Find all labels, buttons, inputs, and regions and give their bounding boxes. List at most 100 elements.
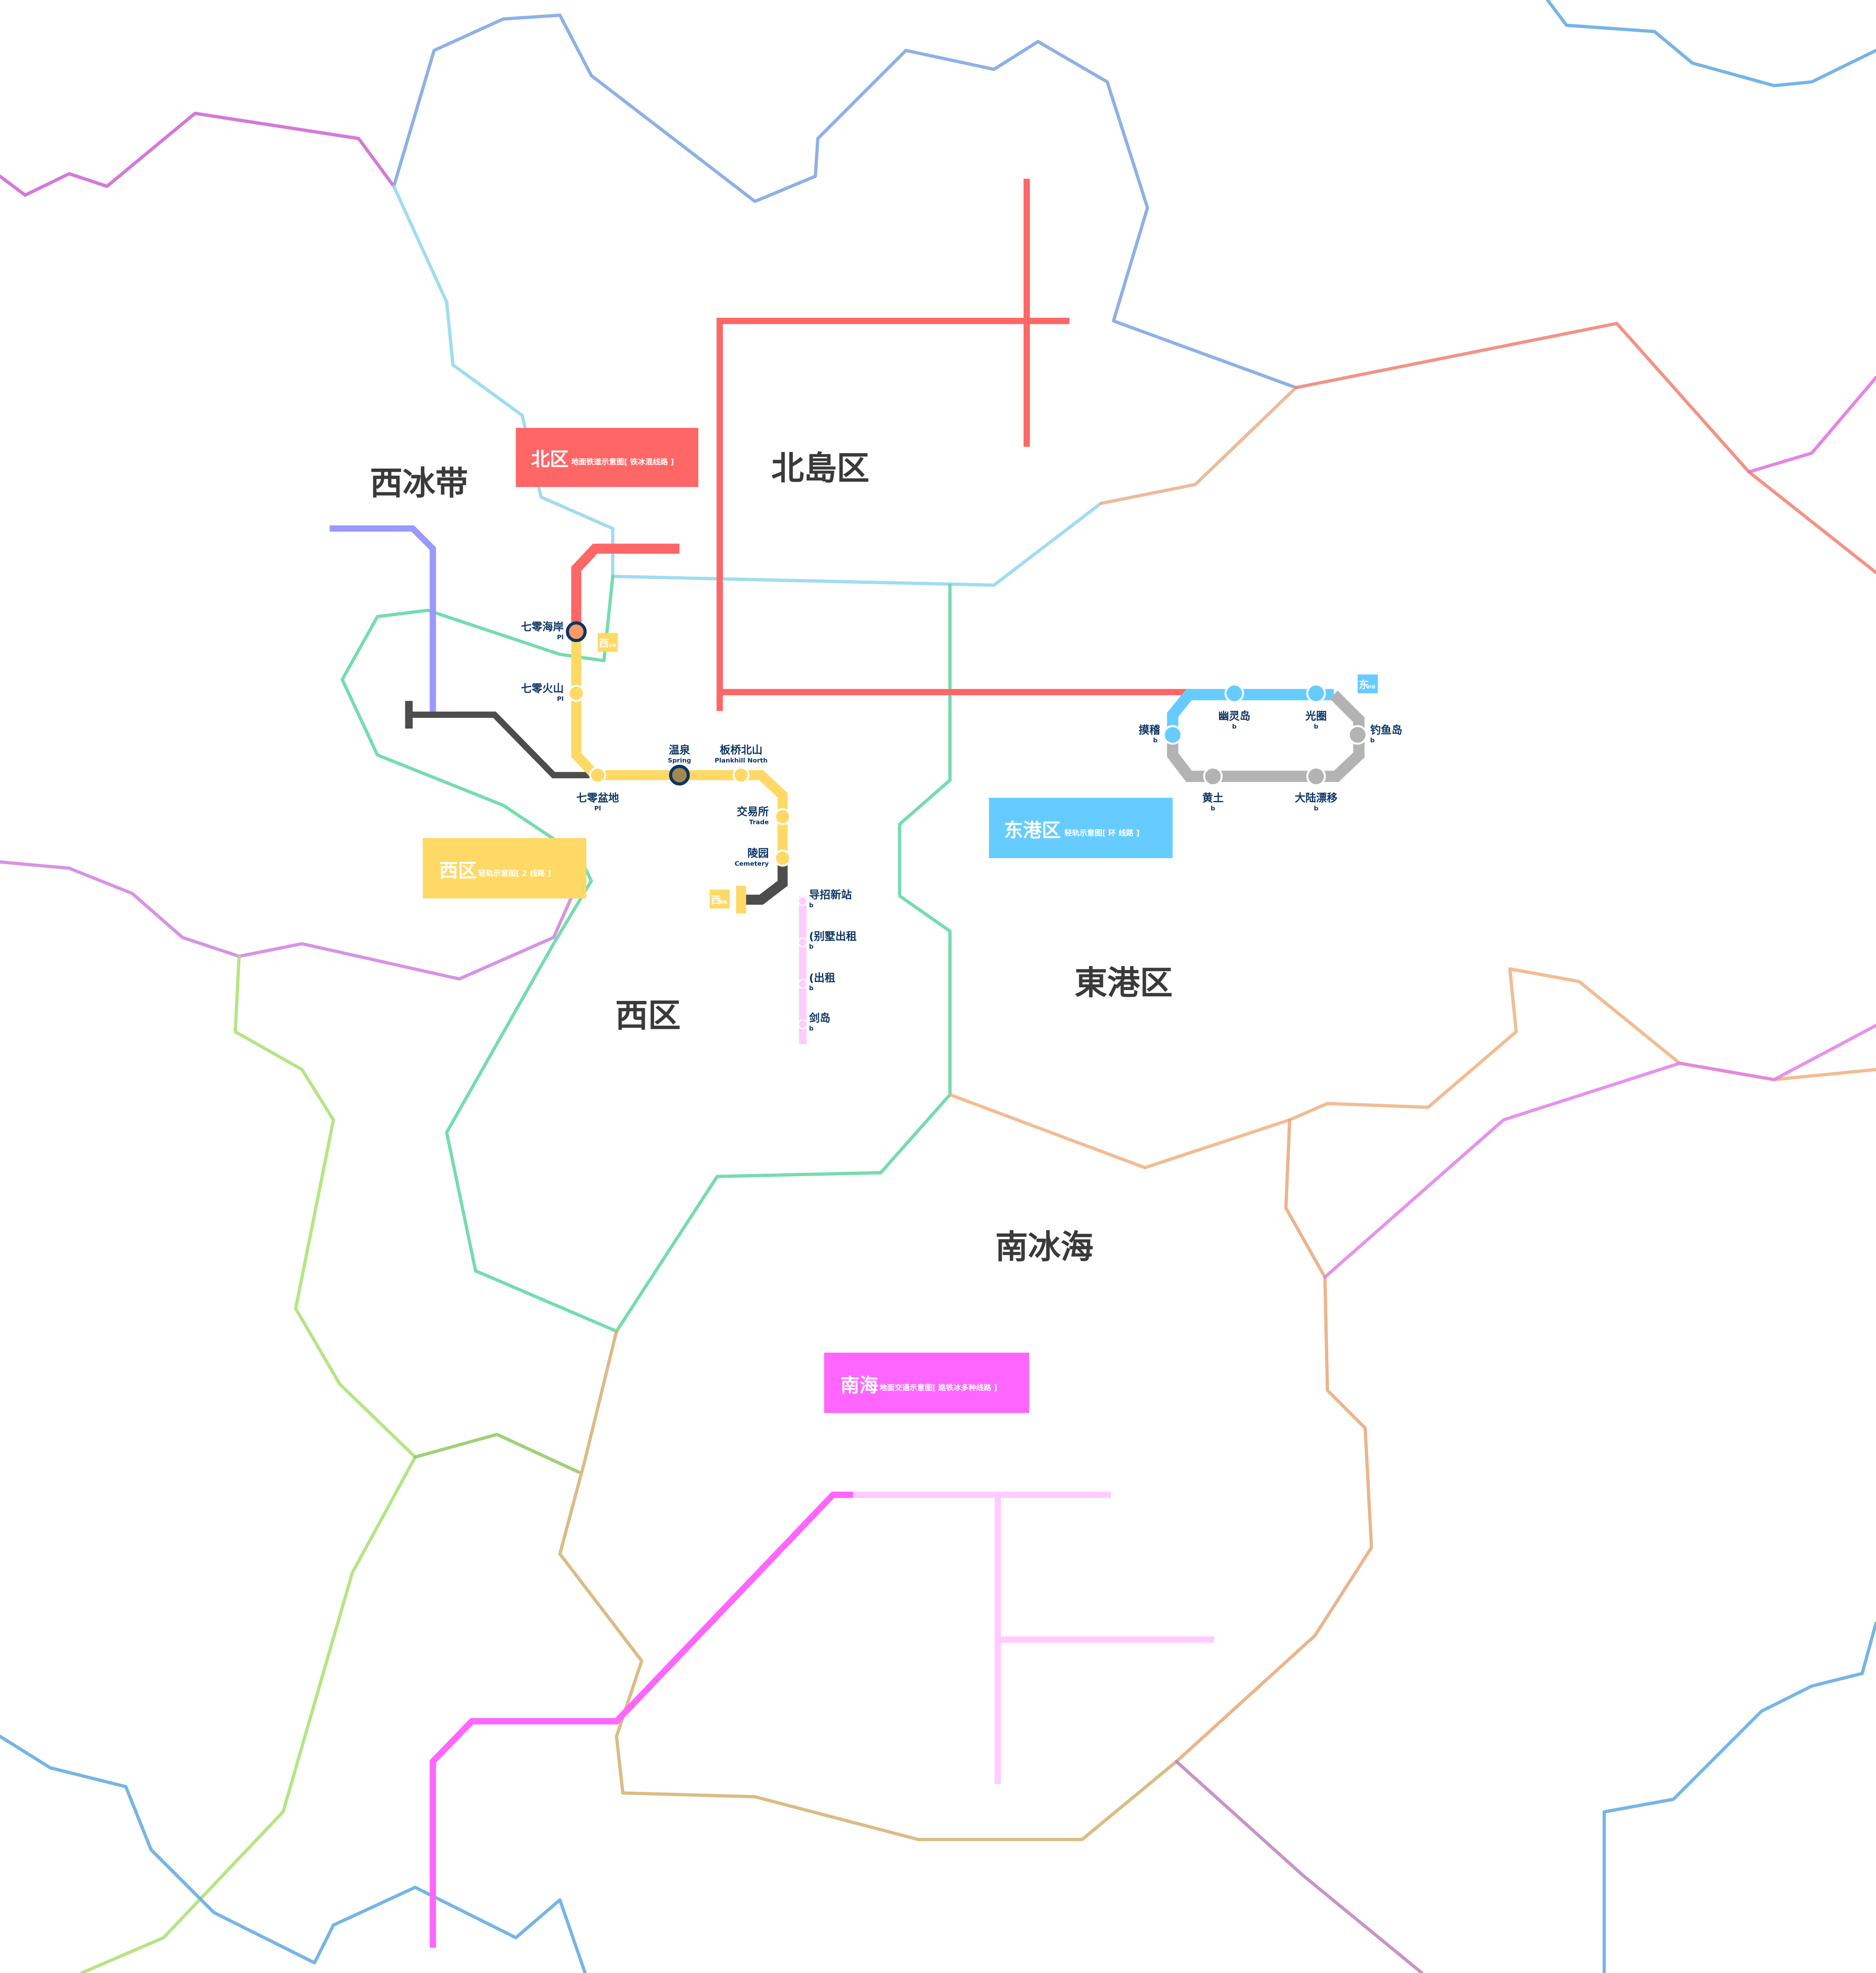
station-sub: Spring xyxy=(668,757,691,764)
east-ring-stations: 摸稽 b 幽灵岛 b 光圈 b 钓鱼岛 b 黄土 b 大陆漂移 b xyxy=(1139,683,1402,812)
boundary-south-blue xyxy=(0,1734,587,1973)
region-label-donggang: 東港区 xyxy=(1075,963,1173,1002)
station-marker[interactable] xyxy=(1348,725,1368,745)
station-marker[interactable] xyxy=(1203,766,1223,786)
station-marker[interactable] xyxy=(1306,766,1326,786)
station-sub: b xyxy=(1314,723,1319,730)
station-name: 交易所 xyxy=(737,805,769,818)
region-label-nanbinghai: 南冰海 xyxy=(995,1228,1094,1266)
boundary-northeast-pink xyxy=(1747,376,1876,474)
station-name: (出租 xyxy=(809,972,836,984)
station-name: 七零火山 xyxy=(521,682,564,695)
station-name: 黄土 xyxy=(1202,792,1224,804)
legend-south: 南海 地面交通示意图[ 路铁冰多种线路 ] xyxy=(824,1352,1029,1413)
badge-east-ring-main: 东 xyxy=(1359,679,1369,691)
station-marker[interactable] xyxy=(1306,683,1326,703)
station-sub: Cemetery xyxy=(735,860,769,867)
station-name: 板桥北山 xyxy=(720,744,762,757)
boundary-north-east-orange xyxy=(1099,386,1298,505)
boundary-north-west-pink xyxy=(0,111,396,197)
legend-east-title: 东港区 xyxy=(1004,819,1061,841)
legend-south-subtitle: 地面交通示意图[ 路铁冰多种线路 ] xyxy=(880,1383,997,1393)
boundary-southwest-green xyxy=(80,954,417,1973)
north-rail-west-branch xyxy=(571,543,680,632)
boundary-east-pink xyxy=(1323,1024,1876,1279)
boundary-southeast-blue xyxy=(1602,1621,1876,1973)
station-name: 导招新站 xyxy=(809,889,852,901)
station-sub: Pl xyxy=(594,805,601,812)
station-sub: b xyxy=(809,984,814,992)
legend-north-subtitle: 地面铁道示意图[ 铁冰混线路 ] xyxy=(571,457,674,467)
station-sub: Plankhill North xyxy=(715,757,768,764)
boundary-northeast xyxy=(1294,322,1876,574)
boundary-north-coast xyxy=(0,13,1298,390)
badge-west-branch-main: 西 xyxy=(599,637,609,649)
badge-east-ring-sub: 环线 xyxy=(1368,685,1375,689)
boundary-west-green xyxy=(340,575,952,1333)
station-marker[interactable] xyxy=(568,685,585,702)
station-marker-interchange[interactable] xyxy=(566,621,587,642)
boundary-south-sea-bottom xyxy=(558,1330,1178,1841)
legend-east: 东港区 轻轨示意图[ 环 线路 ] xyxy=(989,798,1173,859)
station-sub: b xyxy=(1211,805,1215,812)
station-sub: b xyxy=(1153,737,1158,744)
region-label-beidao: 北島区 xyxy=(771,449,870,487)
station-marker[interactable] xyxy=(589,766,606,784)
badge-east-ring: 东 环线 xyxy=(1357,674,1378,694)
region-labels: 西冰带 北島区 西区 東港区 南冰海 xyxy=(370,449,1172,1266)
west-line-stations: 七零海岸 Pl 七零火山 Pl 七零盆地 Pl 温泉 Spring 板桥北山 P… xyxy=(521,621,791,867)
north-rail-main xyxy=(716,318,1070,711)
yellow-line-terminus xyxy=(736,886,746,914)
station-sub: b xyxy=(1314,805,1319,812)
region-label-xiqu: 西区 xyxy=(615,996,681,1035)
station-name: 七零海岸 xyxy=(521,621,564,633)
station-marker[interactable] xyxy=(797,979,808,989)
station-marker[interactable] xyxy=(797,896,808,906)
station-name: 剑岛 xyxy=(809,1012,831,1025)
periwinkle-line xyxy=(330,525,436,714)
south-line-pink xyxy=(430,1491,853,1948)
station-name: 摸稽 xyxy=(1139,724,1160,736)
badge-west-lrt-main: 西 xyxy=(711,894,721,906)
station-marker[interactable] xyxy=(774,808,791,825)
station-sub: b xyxy=(809,1025,814,1032)
dark-line-terminus xyxy=(405,701,413,729)
station-name: 光圈 xyxy=(1305,710,1327,723)
legend-north: 北区 地面铁道示意图[ 铁冰混线路 ] xyxy=(515,428,699,487)
boundary-south-sea xyxy=(1175,1118,1373,1763)
station-marker[interactable] xyxy=(732,766,750,784)
station-name: 大陆漂移 xyxy=(1295,792,1337,804)
station-sub: Trade xyxy=(749,818,769,826)
region-label-xibingdai: 西冰带 xyxy=(370,464,468,502)
boundary-southwest-branch xyxy=(413,1432,580,1474)
station-marker[interactable] xyxy=(797,1019,808,1029)
station-sub: Pl xyxy=(557,634,564,641)
station-sub: b xyxy=(1370,737,1375,744)
east-ring-blue xyxy=(1167,689,1334,734)
station-name: 陵园 xyxy=(748,847,769,860)
station-name: 温泉 xyxy=(669,744,691,757)
badge-west-branch: 西 分轨 xyxy=(597,633,618,652)
legend-west-subtitle: 轻轨示意图[ 2 线路 ] xyxy=(478,869,551,878)
badge-west-lrt-sub: 轻轨 xyxy=(720,900,727,905)
station-sub: b xyxy=(1232,723,1237,730)
station-marker[interactable] xyxy=(1163,725,1183,745)
boundary-northeast-blue xyxy=(1546,0,1876,88)
station-marker[interactable] xyxy=(797,937,808,948)
station-name: 钓鱼岛 xyxy=(1370,724,1402,736)
legend-west: 西区 轻轨示意图[ 2 线路 ] xyxy=(423,838,587,898)
pink-line-stations: 导招新站 b (别墅出租 b (出租 b 剑岛 b xyxy=(797,889,857,1032)
station-marker-interchange[interactable] xyxy=(669,764,690,786)
station-name: (别墅出租 xyxy=(809,931,857,943)
east-ring-grey xyxy=(1167,690,1365,782)
station-sub: Pl xyxy=(557,695,564,703)
station-marker[interactable] xyxy=(774,850,791,867)
station-sub: b xyxy=(809,943,814,950)
legend-east-subtitle: 轻轨示意图[ 环 线路 ] xyxy=(1064,829,1140,838)
dark-line-south-spur xyxy=(742,858,788,905)
station-sub: b xyxy=(809,901,814,909)
boundary-north-inner xyxy=(392,184,1103,587)
station-marker[interactable] xyxy=(1224,683,1244,703)
